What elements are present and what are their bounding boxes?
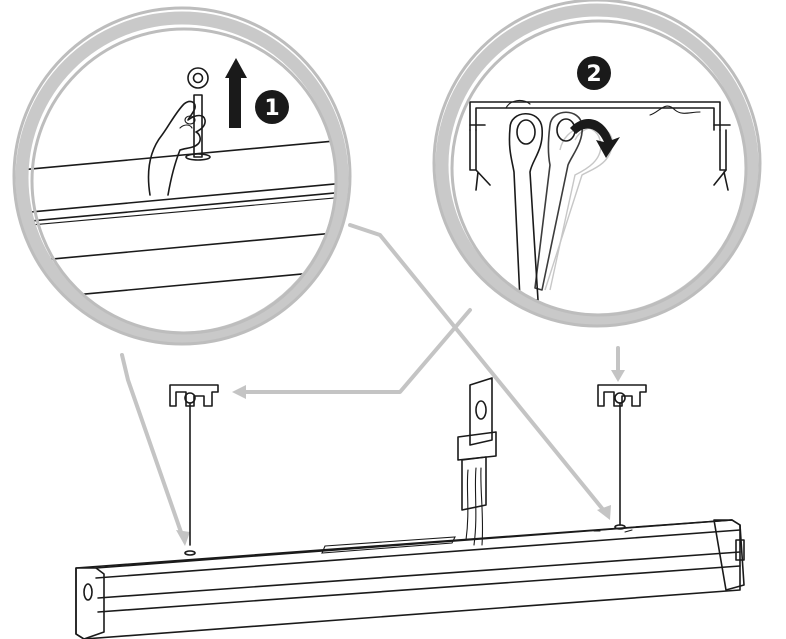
connector-left-circle-to-left-end — [120, 353, 184, 537]
step-number-2: 2 — [586, 62, 601, 87]
power-feed-connector — [457, 377, 497, 546]
right-ceiling-clamp — [597, 384, 647, 526]
detail-callout-step-1: 1 — [12, 6, 352, 346]
luminaire-assembly — [75, 377, 745, 639]
luminaire-body — [75, 519, 745, 639]
detail-callout-step-2: 2 — [432, 0, 762, 328]
connector-right-circle-to-left-clamp — [238, 308, 472, 394]
connector-arrowhead — [176, 530, 190, 546]
callout-connectors — [120, 223, 625, 546]
connector-arrowhead — [232, 385, 246, 399]
callout-ring — [435, 3, 759, 327]
step-badge-2: 2 — [577, 56, 611, 90]
step-badge-1: 1 — [255, 90, 289, 124]
connector-arrowhead — [597, 505, 611, 520]
step-number-1: 1 — [264, 96, 279, 121]
left-ceiling-clamp — [169, 384, 219, 546]
connector-left-circle-to-right-point — [348, 223, 607, 514]
up-arrow-icon — [225, 58, 247, 128]
callout-ring — [15, 11, 349, 345]
connector-arrowhead — [611, 370, 625, 382]
curved-rotate-arrow-icon — [570, 118, 620, 158]
